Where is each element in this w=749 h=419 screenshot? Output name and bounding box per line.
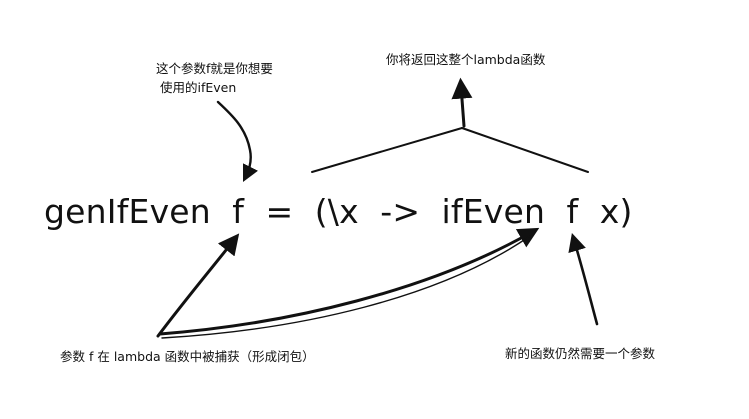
arrow-param-f	[216, 100, 259, 183]
annotation-return-lambda: 你将返回这整个lambda函数	[386, 52, 546, 67]
tent-right-line	[461, 127, 589, 173]
arrow-needs-param	[568, 233, 599, 326]
arrow-return-lambda	[451, 77, 473, 128]
arrow-capture-right-f	[158, 227, 540, 336]
code-expression: genIfEven f = (\x -> ifEven f x)	[44, 192, 633, 231]
annotation-closure-capture: 参数 f 在 lambda 函数中被捕获（形成闭包）	[60, 349, 315, 364]
arrow-capture-left-f	[156, 233, 240, 338]
annotation-still-needs-param: 新的函数仍然需要一个参数	[505, 346, 656, 361]
annotation-param-f: 这个参数f就是你想要 使用的ifEven	[156, 61, 273, 95]
tent-left-line	[311, 127, 463, 173]
arrow-capture-right-f-shadow	[161, 235, 531, 339]
